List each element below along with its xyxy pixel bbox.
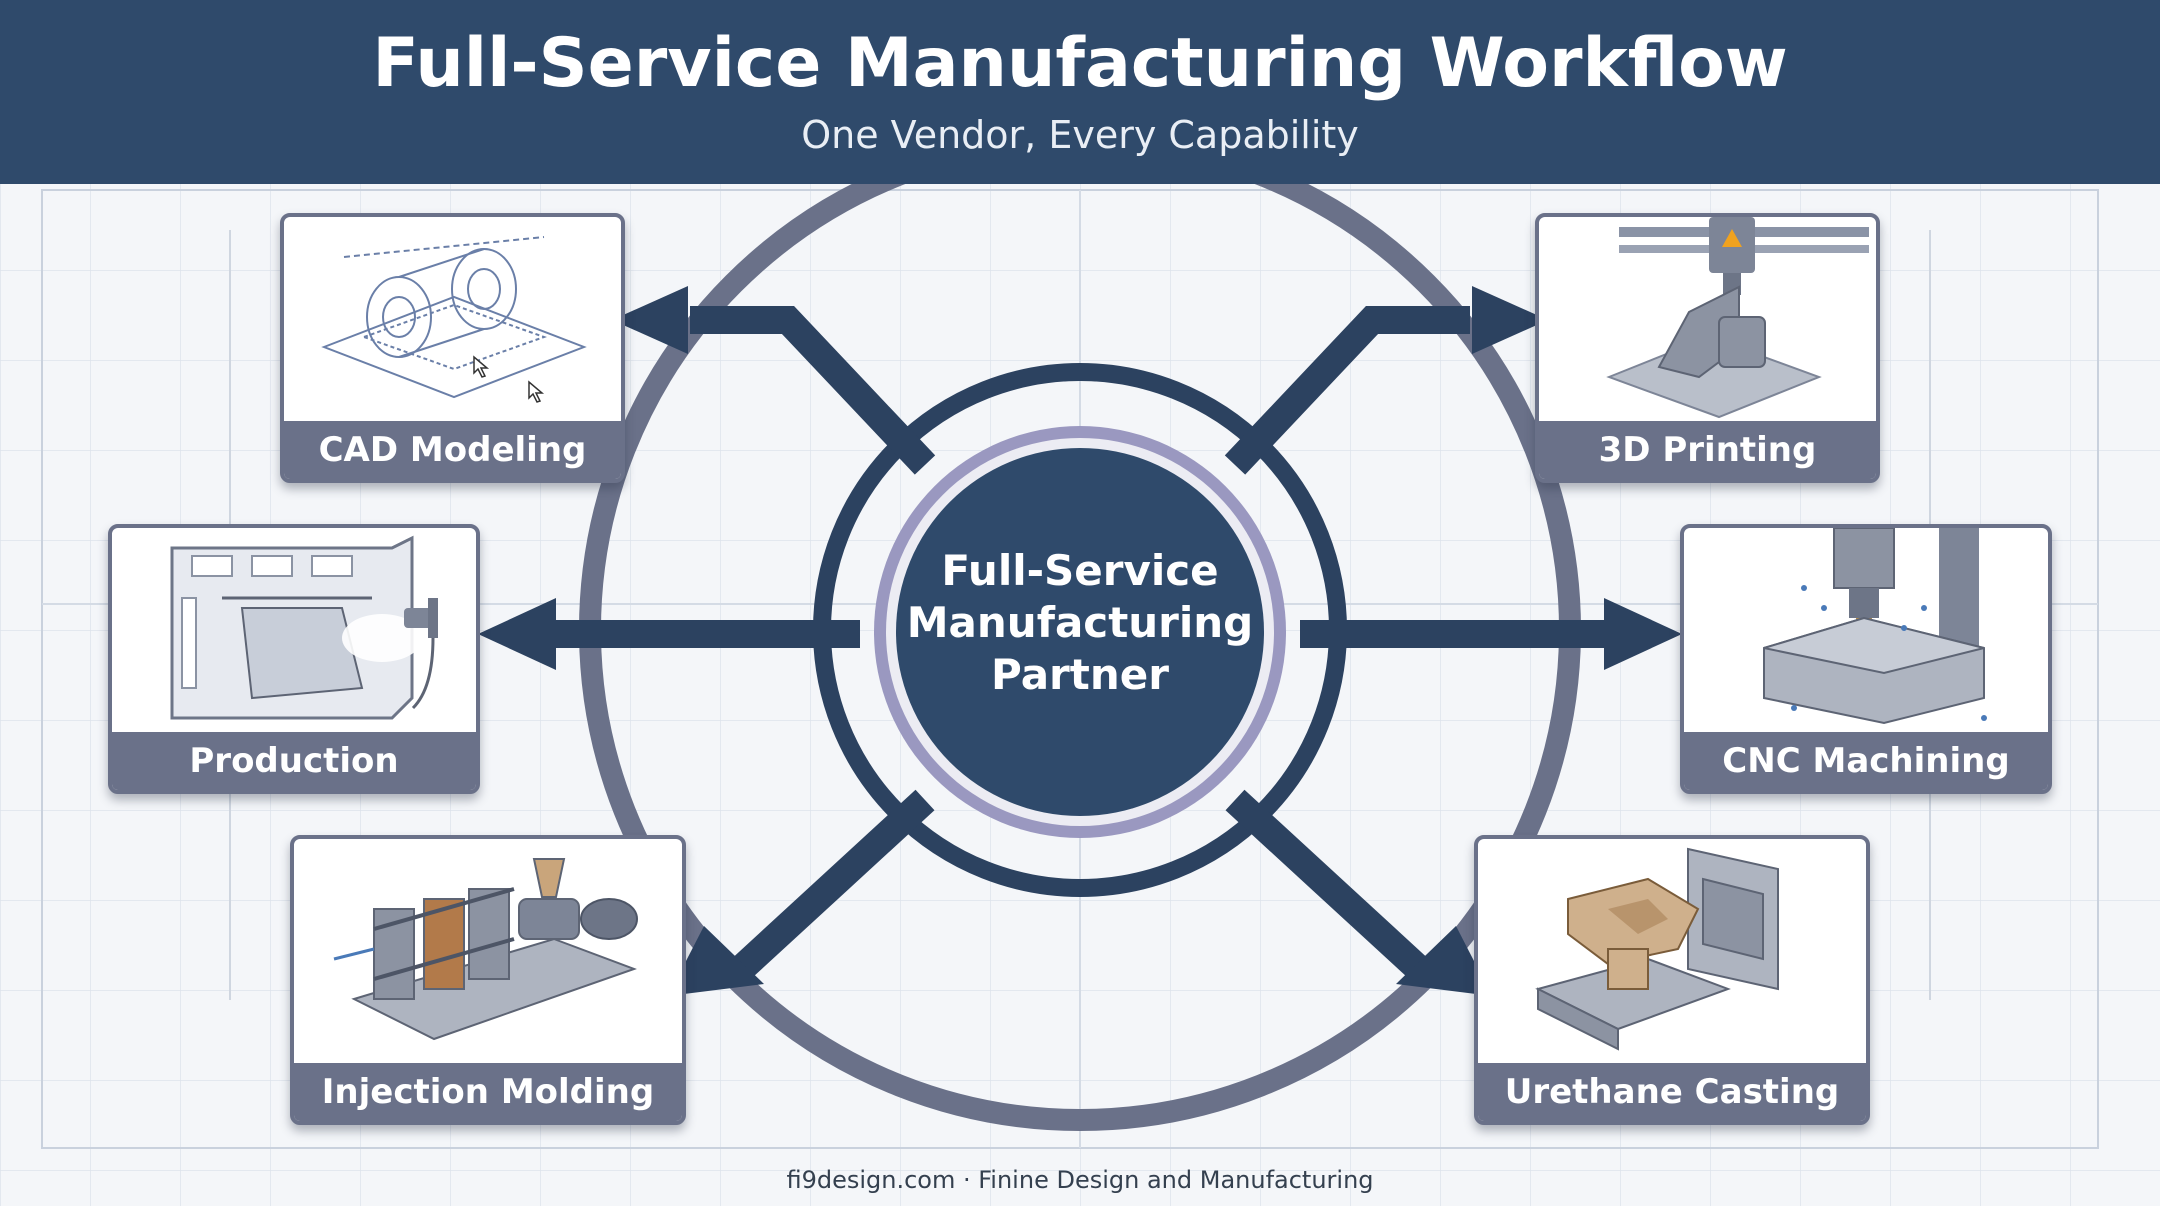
service-card-cad-modeling[interactable]: CAD Modeling [280,213,625,483]
hub-label: Full-Service Manufacturing Partner [906,546,1254,699]
service-label: Injection Molding [294,1063,682,1121]
3d-printer-nozzle-icon [1539,217,1876,421]
service-card-production-painting[interactable]: Production Painting [108,524,480,794]
service-label: Urethane Casting [1478,1063,1866,1121]
cad-wireframe-part-icon [284,217,621,421]
service-card-cnc-machining[interactable]: CNC Machining [1680,524,2052,794]
paint-booth-spray-gun-icon [112,528,476,732]
service-card-3d-printing[interactable]: 3D Printing [1535,213,1880,483]
header-banner: Full-Service Manufacturing Workflow One … [0,0,2160,184]
arrow-urethane [1225,789,1492,996]
footer-credit: fi9design.com · Finine Design and Manufa… [786,1166,1374,1194]
service-label: CAD Modeling [284,421,621,479]
arrow-3d-printing [1224,286,1548,475]
service-label: 3D Printing [1539,421,1876,479]
arrow-cnc [1300,598,1682,670]
cnc-spindle-milling-icon [1684,528,2048,732]
arrow-injection [668,789,935,996]
arrow-cad [612,286,936,475]
hub-disc [896,448,1264,816]
urethane-mold-halves-icon [1478,839,1866,1063]
arrow-painting [478,598,860,670]
service-label: CNC Machining [1684,732,2048,790]
page-title: Full-Service Manufacturing Workflow [372,24,1788,103]
service-card-injection-molding[interactable]: Injection Molding [290,835,686,1125]
service-card-urethane-casting[interactable]: Urethane Casting [1474,835,1870,1125]
service-label: Production Painting [112,732,476,790]
injection-molding-machine-icon [294,839,682,1063]
page-subtitle: One Vendor, Every Capability [801,113,1359,157]
